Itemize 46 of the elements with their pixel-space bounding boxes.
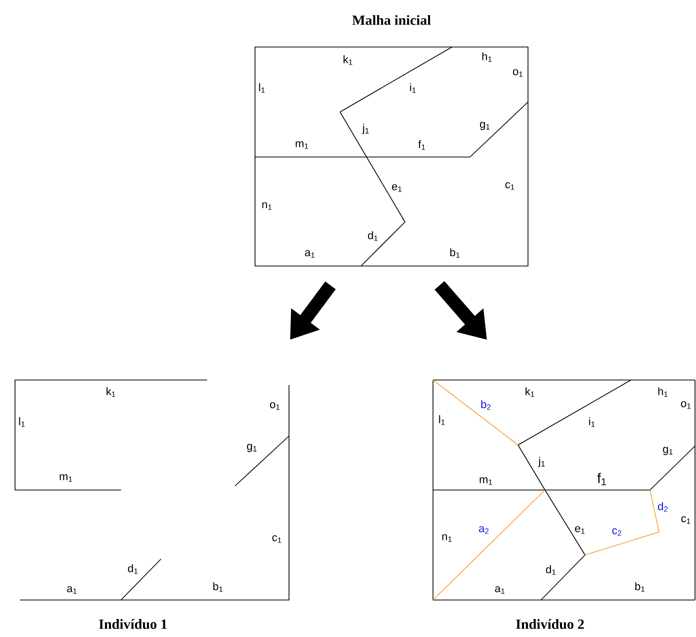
segment-label: a$_{1}$ bbox=[67, 586, 77, 594]
segment-label: a$_{2}$ bbox=[479, 526, 489, 534]
segment-label: e$_{1}$ bbox=[575, 526, 585, 534]
segment-label: b$_{1}$ bbox=[213, 582, 223, 592]
segment-label: m$_{1}$ bbox=[296, 141, 308, 149]
segment-label: j$_{1}$ bbox=[362, 124, 369, 134]
segment-label: k$_{1}$ bbox=[106, 387, 116, 397]
panel-title: Indivíduo 1 bbox=[99, 619, 167, 629]
segment-label: o$_{1}$ bbox=[513, 69, 523, 77]
segment-label: l$_{1}$ bbox=[19, 417, 25, 427]
segment-label: c$_{1}$ bbox=[505, 182, 514, 190]
segment-label: c$_{1}$ bbox=[272, 535, 282, 543]
segment-label: f$_{1}$ bbox=[597, 472, 606, 486]
segment-label: m$_{1}$ bbox=[480, 477, 492, 485]
segment-label: h$_{1}$ bbox=[658, 387, 668, 397]
segment-label: b$_{1}$ bbox=[635, 582, 645, 592]
segment-label: n$_{1}$ bbox=[442, 534, 452, 542]
segment-label: f$_{1}$ bbox=[418, 140, 426, 150]
segment-label: l$_{1}$ bbox=[439, 415, 445, 425]
node-label: Malha inicial bbox=[352, 15, 431, 25]
segment-label: i$_{1}$ bbox=[410, 83, 416, 93]
segment-label: o$_{1}$ bbox=[681, 401, 691, 409]
segment-label: g$_{1}$ bbox=[663, 446, 673, 456]
segment-label: d$_{2}$ bbox=[658, 502, 668, 512]
segment-label: m$_{1}$ bbox=[60, 474, 72, 482]
segment-label: c$_{2}$ bbox=[612, 528, 622, 536]
segment-label: l$_{1}$ bbox=[259, 83, 265, 93]
segment-label: b$_{1}$ bbox=[450, 248, 460, 258]
segment-label: k$_{1}$ bbox=[526, 387, 534, 397]
segment-label: d$_{1}$ bbox=[546, 565, 556, 575]
segment-label: o$_{1}$ bbox=[270, 402, 280, 410]
segment-label: g$_{1}$ bbox=[247, 444, 257, 452]
segment-label: h$_{1}$ bbox=[482, 52, 492, 62]
segment-label: d$_{1}$ bbox=[128, 564, 138, 574]
segment-label: d$_{1}$ bbox=[368, 231, 378, 241]
segment-label: c$_{1}$ bbox=[681, 516, 690, 524]
segment-label: i$_{1}$ bbox=[589, 417, 595, 427]
segment-label: a$_{1}$ bbox=[495, 586, 505, 594]
segment-label: k$_{1}$ bbox=[344, 55, 352, 65]
segment-label: e$_{1}$ bbox=[392, 184, 402, 192]
segment-label: n$_{1}$ bbox=[262, 202, 272, 210]
segment-label: g$_{1}$ bbox=[480, 122, 490, 130]
segment-label: a$_{1}$ bbox=[305, 250, 315, 258]
panel-title: Indivíduo 2 bbox=[516, 619, 584, 629]
segment-label: b$_{2}$ bbox=[481, 400, 491, 410]
segment-label: j$_{1}$ bbox=[538, 456, 545, 468]
